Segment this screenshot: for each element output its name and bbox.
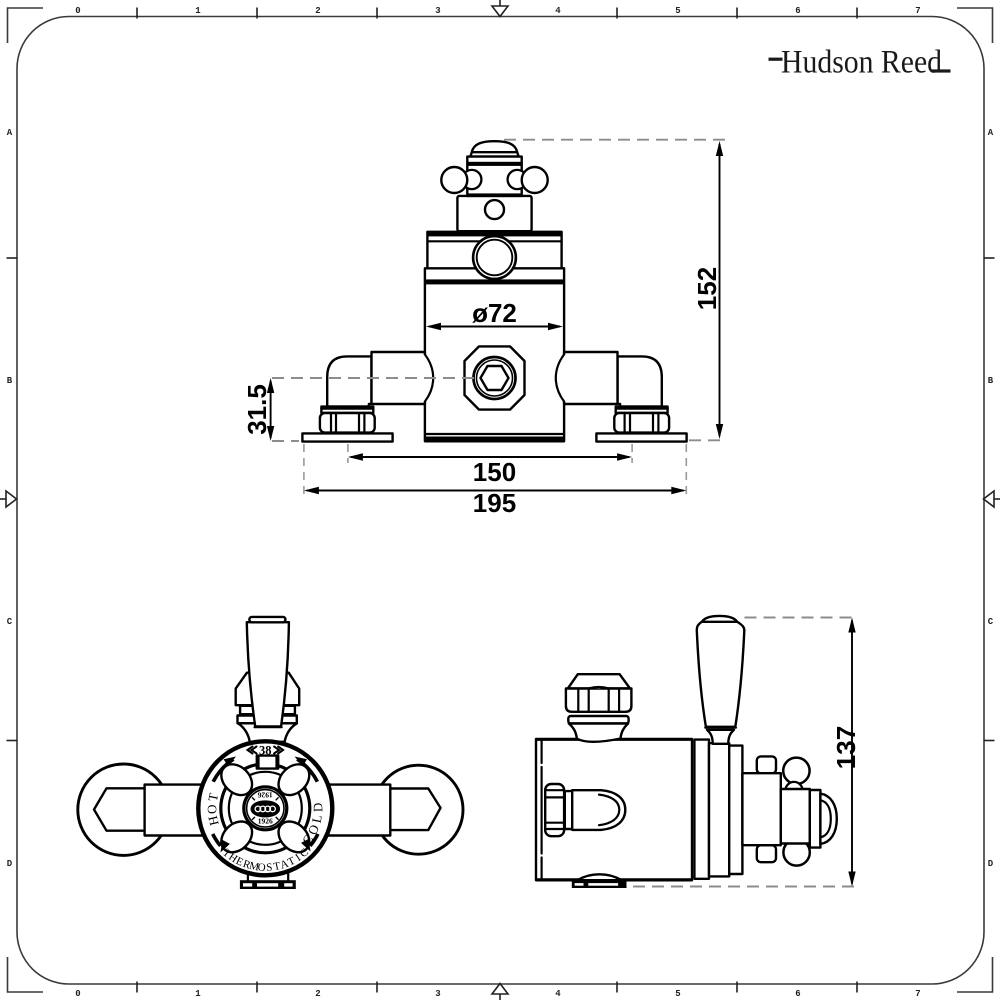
svg-text:4: 4 (555, 6, 561, 16)
svg-text:I: I (293, 852, 303, 864)
svg-text:0: 0 (75, 6, 80, 16)
svg-text:E: E (234, 855, 246, 869)
svg-text:150: 150 (473, 457, 516, 487)
svg-text:195: 195 (473, 488, 516, 518)
svg-text:T: T (286, 855, 298, 869)
svg-text:Hudson Reed: Hudson Reed (781, 45, 942, 81)
svg-text:O: O (257, 861, 266, 873)
svg-text:152: 152 (692, 267, 722, 310)
svg-text:D: D (7, 859, 13, 869)
svg-text:A: A (7, 128, 13, 138)
svg-text:D: D (310, 803, 325, 813)
svg-text:1926: 1926 (258, 791, 273, 800)
svg-text:4: 4 (555, 989, 561, 999)
svg-text:T: T (205, 792, 221, 803)
svg-text:R: R (241, 858, 252, 872)
svg-text:D: D (988, 859, 994, 869)
svg-text:L: L (309, 813, 325, 824)
svg-text:1926: 1926 (258, 817, 273, 826)
svg-text:T: T (273, 860, 282, 873)
svg-text:A: A (279, 858, 290, 872)
svg-text:2: 2 (315, 989, 320, 999)
svg-text:C: C (988, 617, 994, 627)
svg-text:O: O (204, 804, 219, 814)
svg-text:31.5: 31.5 (242, 384, 272, 435)
svg-text:B: B (988, 376, 994, 386)
svg-text:S: S (266, 862, 273, 874)
svg-text:0: 0 (75, 989, 80, 999)
svg-text:A: A (988, 128, 994, 138)
svg-text:7: 7 (915, 989, 920, 999)
svg-text:3: 3 (435, 6, 440, 16)
svg-text:2: 2 (315, 6, 320, 16)
svg-text:7: 7 (915, 6, 920, 16)
svg-text:137: 137 (831, 726, 861, 769)
svg-text:5: 5 (675, 989, 680, 999)
svg-text:6: 6 (795, 6, 800, 16)
svg-text:B: B (7, 376, 13, 386)
svg-text:6: 6 (795, 989, 800, 999)
svg-text:M: M (248, 860, 260, 874)
svg-text:ø72: ø72 (472, 298, 517, 328)
svg-text:H: H (205, 814, 222, 827)
svg-text:1: 1 (195, 989, 201, 999)
svg-text:1: 1 (195, 6, 201, 16)
svg-text:5: 5 (675, 6, 680, 16)
svg-text:C: C (7, 617, 13, 627)
svg-text:3: 3 (435, 989, 440, 999)
svg-text:38: 38 (259, 743, 272, 757)
